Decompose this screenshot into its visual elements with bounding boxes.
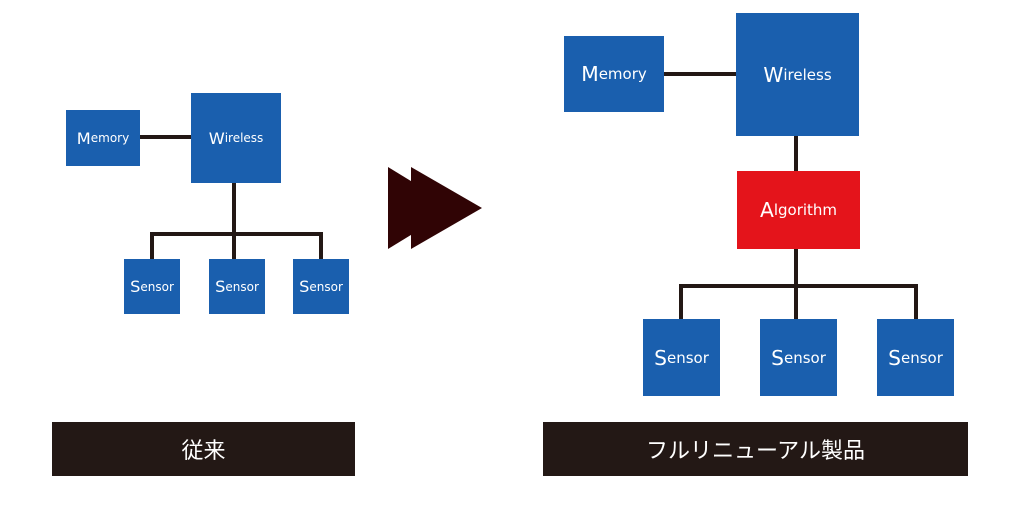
connector-sensor-3 xyxy=(914,284,918,320)
connector-sensor-2 xyxy=(232,232,236,259)
caption-renewed-product: フルリニューアル製品 xyxy=(543,422,968,476)
connector-memory-wireless xyxy=(140,135,192,139)
connector-sensor-1 xyxy=(679,284,683,320)
double-arrow-right-icon xyxy=(388,167,482,249)
arrow-triangle-front xyxy=(411,167,482,249)
connector-wireless-algorithm xyxy=(794,136,798,172)
connector-sensor-bus xyxy=(150,232,323,236)
connector-sensor-bus xyxy=(679,284,918,288)
caption-conventional: 従来 xyxy=(52,422,355,476)
connector-sensor-3 xyxy=(319,232,323,259)
connector-algorithm-down xyxy=(794,249,798,288)
connector-memory-wireless xyxy=(664,72,737,76)
connector-sensor-2 xyxy=(794,284,798,320)
connector-wireless-down xyxy=(232,183,236,236)
connector-sensor-1 xyxy=(150,232,154,259)
